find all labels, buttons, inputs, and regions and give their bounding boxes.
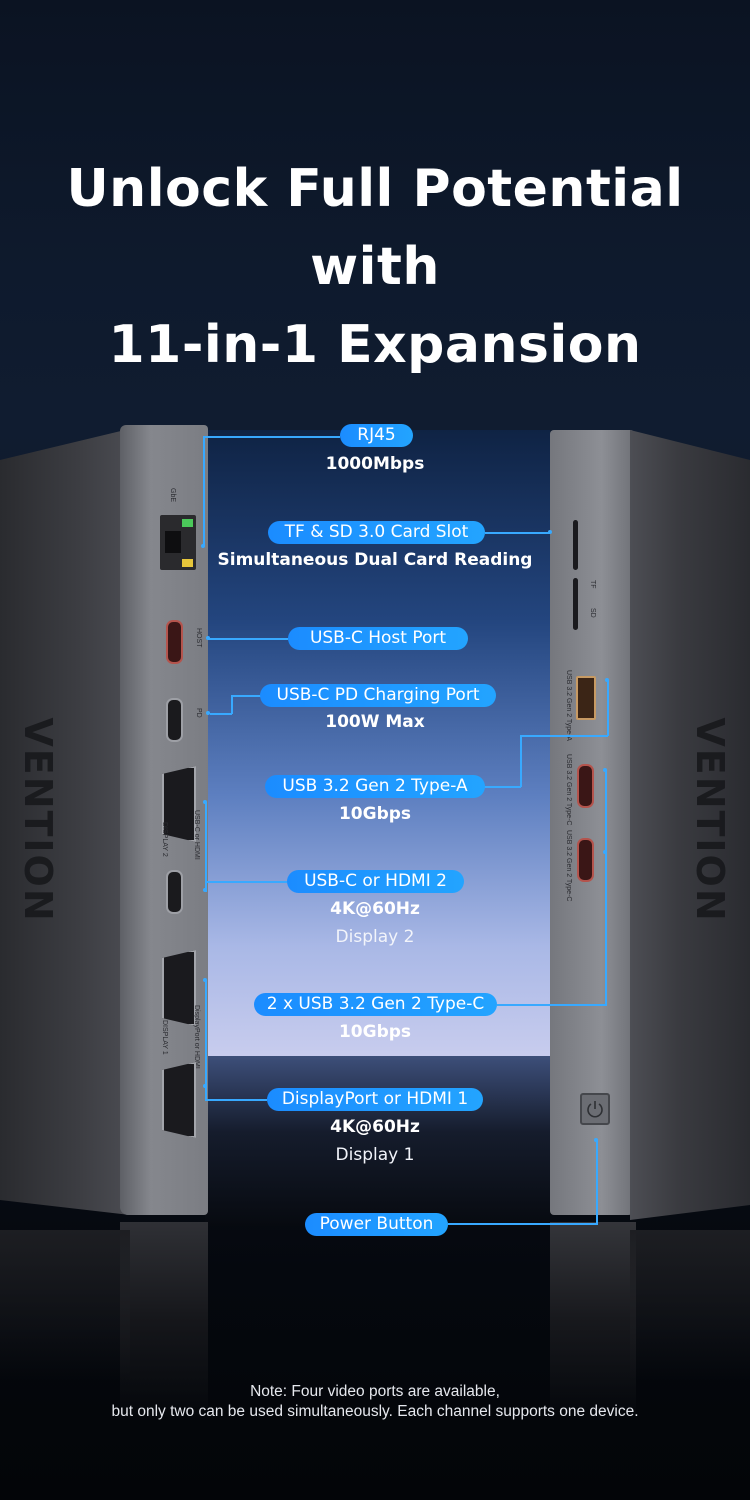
- headline-line-1: Unlock Full Potential with: [66, 159, 684, 297]
- leader-dot-usba: [605, 678, 609, 682]
- callout-usba-detail: 10Gbps: [338, 804, 412, 824]
- footnote-line-2: but only two can be used simultaneously.…: [111, 1403, 639, 1420]
- usbc-host-port: [166, 620, 183, 664]
- usbc-data-port-1: [577, 764, 594, 808]
- dock-right-body: [630, 430, 750, 1220]
- leader-dot-display1-b: [203, 1084, 207, 1088]
- display1-label: DISPLAY 1: [161, 1020, 168, 1055]
- lan-port-label: GbE: [169, 488, 176, 503]
- leader-dot-usbc-dual-a: [603, 768, 607, 772]
- leader-dot-usbc-dual-b: [603, 850, 607, 854]
- usbc-video-port: [166, 870, 183, 914]
- rj45-led-yellow: [182, 559, 193, 567]
- leader-usbc-dual-horizontal: [497, 1004, 607, 1006]
- callout-rj45-label: RJ45: [340, 424, 413, 447]
- callout-usbc-dual-label: 2 x USB 3.2 Gen 2 Type-C: [254, 993, 497, 1016]
- callout-usbc-pd-label: USB-C PD Charging Port: [260, 684, 496, 707]
- pd-port-label: PD: [195, 708, 202, 718]
- callout-display1-label: DisplayPort or HDMI 1: [267, 1088, 483, 1111]
- leader-usbc-dual-vertical: [605, 770, 607, 1005]
- usba-port-label: USB 3.2 Gen 2 Type-A: [565, 670, 572, 742]
- callout-display2-detail2: Display 2: [335, 927, 415, 947]
- callout-rj45-detail: 1000Mbps: [325, 454, 425, 474]
- leader-dot-display2-b: [203, 888, 207, 892]
- callout-display1-detail: 4K@60Hz: [330, 1117, 420, 1137]
- leader-rj45-vertical: [203, 436, 205, 546]
- sd-card-slot: [573, 578, 578, 630]
- hdmi-port-1: [162, 950, 196, 1026]
- power-icon: [587, 1101, 603, 1118]
- usbc-or-hdmi-label: USB-C or HDMI: [193, 810, 200, 860]
- callout-power-label: Power Button: [305, 1213, 448, 1236]
- callout-card-detail: Simultaneous Dual Card Reading: [217, 550, 533, 570]
- usbc-pd-port: [166, 698, 183, 742]
- leader-dot-rj45: [201, 544, 205, 548]
- displayport-port: [162, 1062, 196, 1138]
- headline-line-2: 11-in-1 Expansion: [108, 315, 642, 375]
- leader-dot-display2-a: [203, 800, 207, 804]
- leader-pd-vertical: [231, 695, 233, 714]
- leader-usba-horizontal: [477, 786, 521, 788]
- power-button: [580, 1093, 610, 1125]
- footnote: Note: Four video ports are available, bu…: [0, 1382, 750, 1422]
- callout-usbc-host-label: USB-C Host Port: [288, 627, 468, 650]
- leader-host-horizontal: [208, 638, 288, 640]
- leader-usba-riser: [607, 680, 609, 736]
- usbc1-port-label: USB 3.2 Gen 2 Type-C: [565, 754, 572, 826]
- leader-power-vertical: [596, 1140, 598, 1224]
- callout-usbc-pd-detail: 100W Max: [325, 712, 425, 732]
- reflection-right-body: [630, 1230, 750, 1380]
- leader-display2-vertical: [205, 802, 207, 892]
- sd-label: SD: [589, 608, 596, 618]
- usba-port: [576, 676, 596, 720]
- callout-display2-detail: 4K@60Hz: [330, 899, 420, 919]
- usbc-data-port-2: [577, 838, 594, 882]
- rj45-socket: [165, 531, 181, 553]
- callout-display2-label: USB-C or HDMI 2: [287, 870, 464, 893]
- leader-display2-horizontal: [205, 881, 287, 883]
- reflection-right: [550, 1222, 636, 1422]
- headline: Unlock Full Potential with 11-in-1 Expan…: [0, 150, 750, 384]
- callout-usba-label: USB 3.2 Gen 2 Type-A: [265, 775, 485, 798]
- reflection-left-body: [0, 1230, 130, 1380]
- leader-dot-power: [594, 1138, 598, 1142]
- leader-card-horizontal: [485, 532, 550, 534]
- host-port-label: HOST: [195, 628, 202, 648]
- leader-usba-vertical: [520, 735, 522, 787]
- rj45-led-green: [182, 519, 193, 527]
- leader-dot-display1-a: [203, 978, 207, 982]
- leader-dot-host: [206, 636, 210, 640]
- brand-logo-right: VENTION: [688, 717, 732, 923]
- callout-usbc-dual-detail: 10Gbps: [338, 1022, 412, 1042]
- tf-label: TF: [589, 580, 596, 589]
- leader-rj45-horizontal: [203, 436, 340, 438]
- leader-pd-stub: [210, 713, 232, 715]
- leader-dot-pd: [206, 711, 210, 715]
- dock-left-body: [0, 430, 130, 1215]
- leader-power-horizontal: [448, 1223, 598, 1225]
- rj45-port: [160, 515, 196, 570]
- usbc2-port-label: USB 3.2 Gen 2 Type-C: [565, 830, 572, 902]
- floor-reflection: [205, 1056, 550, 1226]
- display2-label: DISPLAY 2: [161, 822, 168, 857]
- leader-display1-vertical: [205, 980, 207, 1100]
- leader-dot-card: [548, 530, 552, 534]
- callout-display1-detail2: Display 1: [335, 1145, 415, 1165]
- leader-pd-horizontal: [231, 695, 261, 697]
- brand-logo-left: VENTION: [16, 717, 60, 923]
- dock-right-port-panel: [550, 430, 636, 1215]
- leader-usba-top: [520, 735, 608, 737]
- callout-card-label: TF & SD 3.0 Card Slot: [268, 521, 485, 544]
- leader-display1-horizontal: [205, 1099, 267, 1101]
- footnote-line-1: Note: Four video ports are available,: [250, 1383, 500, 1400]
- reflection-left: [120, 1222, 208, 1422]
- tf-card-slot: [573, 520, 578, 570]
- dp-or-hdmi-label: DisplayPort or HDMI: [193, 1005, 200, 1069]
